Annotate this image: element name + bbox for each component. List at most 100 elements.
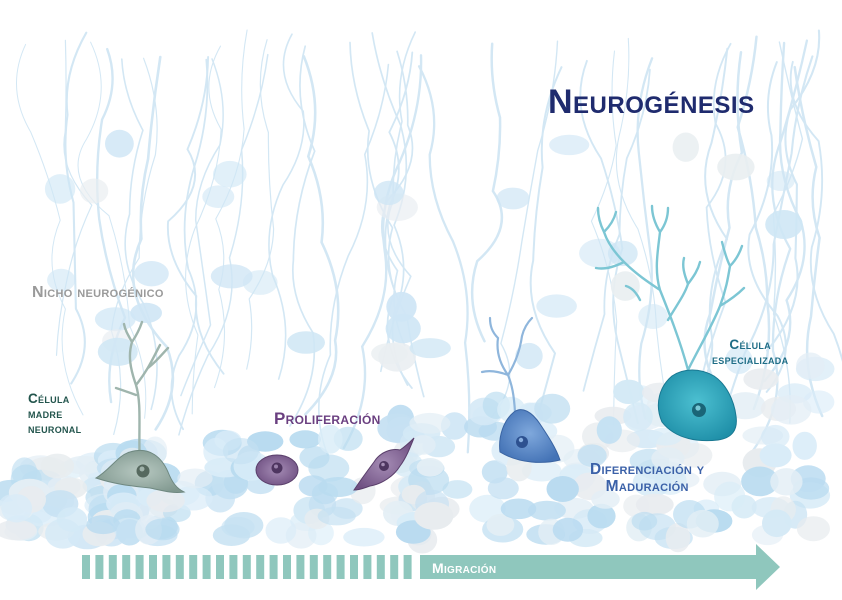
specialized-cell-label: Célula especializada (712, 337, 788, 368)
tissue-cell (741, 466, 779, 497)
fiber (715, 55, 814, 440)
fiber (77, 41, 147, 419)
fiber (268, 33, 305, 380)
differentiation-label-line-2: Maduración (605, 478, 689, 496)
stem-cell (94, 320, 186, 493)
migration-dash (242, 555, 251, 579)
fiber (491, 40, 559, 418)
migration-dash (202, 555, 211, 579)
floating-cell (672, 132, 699, 162)
tissue-cell (686, 509, 719, 538)
migration-dash (256, 555, 265, 579)
tissue-cell (414, 502, 454, 530)
floating-cell (579, 238, 621, 268)
tissue-cell (289, 430, 322, 449)
tissue-cell (546, 476, 579, 502)
diagram-title: Neurogénesis (548, 83, 755, 121)
floating-cell (130, 302, 162, 323)
floating-cell (496, 187, 530, 210)
floating-cell (210, 264, 253, 289)
tissue-cell (587, 503, 616, 529)
floating-cell (94, 307, 136, 332)
fiber (318, 63, 390, 456)
tissue-cell (665, 522, 691, 553)
tissue-cell (318, 424, 343, 454)
migration-dash (135, 555, 144, 579)
fiber (417, 65, 471, 454)
floating-cell (536, 294, 577, 318)
tissue-cell (146, 489, 185, 513)
fiber (131, 55, 175, 431)
floating-cell (97, 337, 138, 366)
fiber (636, 57, 654, 420)
migration-dash (229, 555, 238, 579)
tissue-cell (416, 458, 444, 477)
tissue-cell (654, 466, 687, 495)
stem-cell-label-line-1: Célula (28, 391, 70, 406)
migration-arrow (82, 544, 780, 590)
stem-cell-label: Célula madre neuronal (28, 391, 81, 437)
tissue-cell (521, 459, 562, 482)
migration-dash (162, 555, 171, 579)
fiber-network (16, 29, 842, 456)
floating-cell (515, 342, 543, 370)
migration-dash (189, 555, 198, 579)
proliferation-label: Proliferación (274, 409, 381, 428)
tissue-cell (743, 368, 779, 390)
tissue-cell (761, 424, 790, 449)
tissue-cell (552, 517, 584, 542)
fiber (793, 65, 824, 418)
tissue-cell (677, 443, 713, 468)
tissue-cell (500, 498, 537, 520)
migration-dash (108, 555, 117, 579)
migration-dash (95, 555, 104, 579)
migration-dash (403, 555, 412, 579)
fiber (166, 55, 225, 375)
tissue-cell (145, 518, 180, 541)
migration-dash (269, 555, 278, 579)
migration-dash (363, 555, 372, 579)
fiber (470, 42, 504, 343)
floating-cell (287, 331, 325, 354)
migration-dash (122, 555, 131, 579)
tissue-cell (177, 468, 213, 489)
migration-dash (149, 555, 157, 579)
tissue-cell (63, 455, 103, 475)
tissue-cell (222, 438, 259, 465)
migration-dash (390, 555, 399, 579)
floating-cell (385, 313, 421, 344)
tissue-cell (759, 443, 792, 468)
tissue-cell (487, 477, 519, 500)
floating-cell (44, 174, 76, 204)
tissue-cell (631, 511, 658, 531)
proliferating-cell-elongated (353, 437, 415, 491)
tissue-cell (442, 480, 473, 499)
tissue-cell (613, 379, 645, 404)
neurogenic-niche-label: Nicho neurogénico (32, 284, 164, 301)
tissue-cell (486, 513, 515, 536)
tissue-cell (308, 454, 350, 482)
floating-cell (371, 343, 408, 364)
floating-cell (134, 261, 169, 287)
fiber (766, 29, 821, 352)
fiber (736, 35, 771, 411)
fiber (185, 45, 222, 415)
tissue-cell (409, 412, 451, 434)
tissue-cell (792, 431, 817, 460)
fiber (55, 39, 93, 356)
tissue-cell (317, 506, 356, 526)
tissue-cell (714, 481, 746, 512)
tissue-cell (40, 453, 75, 479)
differentiating-neuron (480, 316, 561, 463)
tissue-cell (527, 500, 566, 521)
tissue-cell (762, 509, 792, 538)
migration-dash (323, 555, 332, 579)
migration-dash (376, 555, 385, 579)
tissue-cell (1, 494, 33, 523)
tissue-cell (651, 447, 685, 471)
fiber (110, 57, 158, 435)
fiber (703, 50, 744, 385)
floating-cell (549, 134, 590, 156)
tissue-cell (796, 352, 825, 379)
migration-dash (309, 555, 318, 579)
